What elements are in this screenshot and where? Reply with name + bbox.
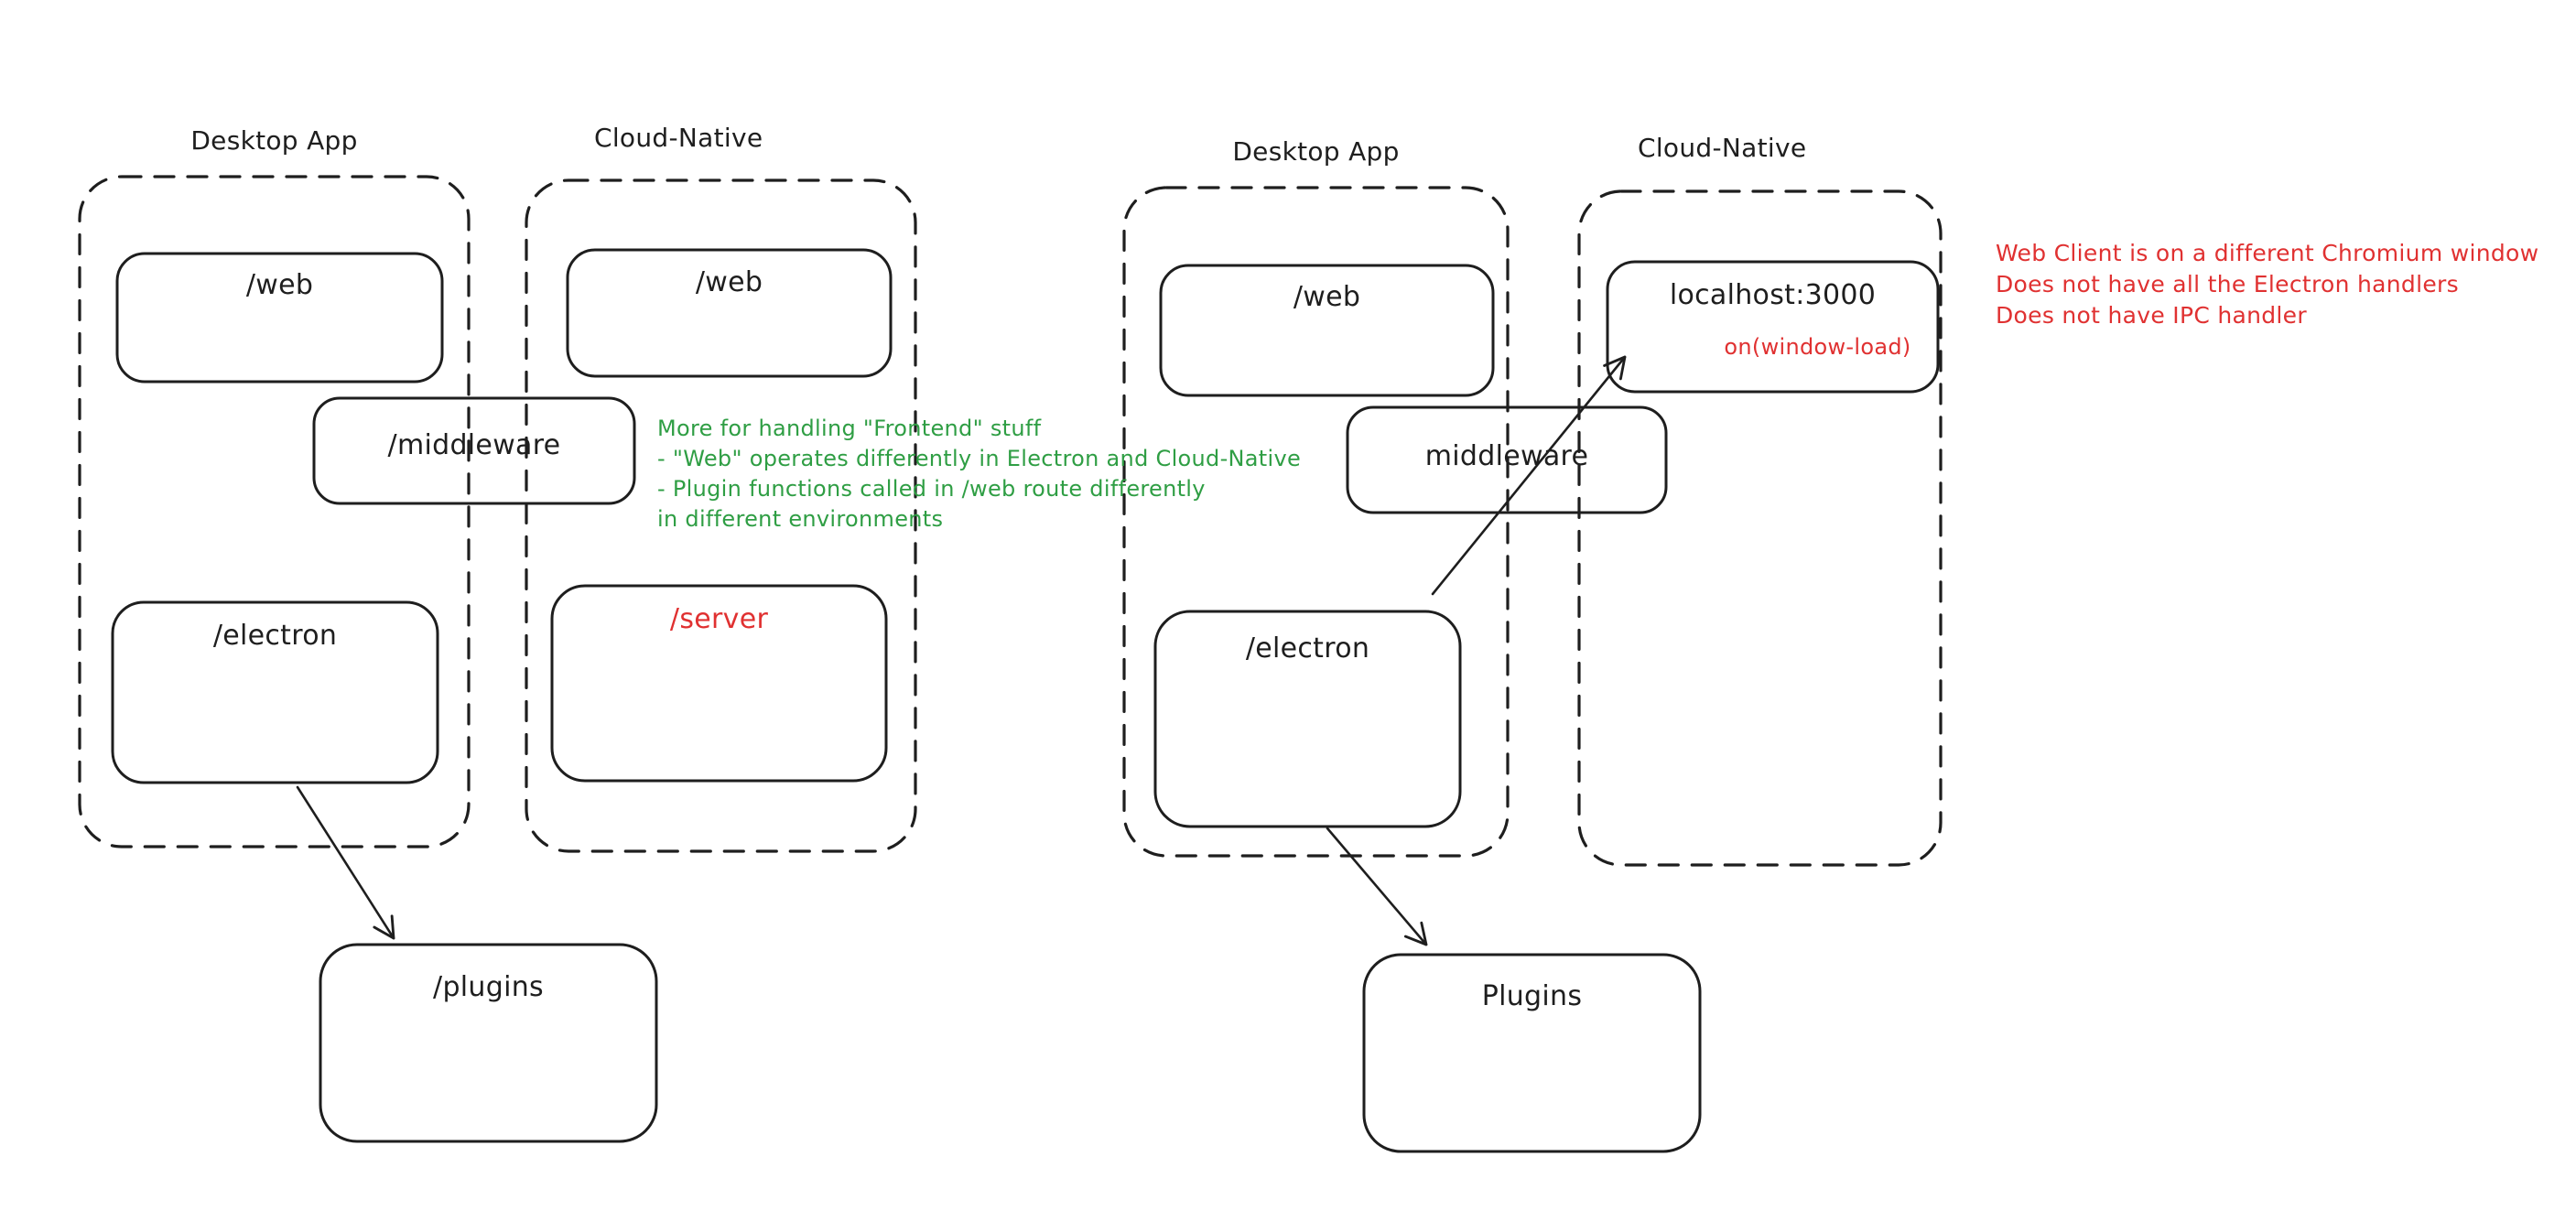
left-middleware-box	[314, 398, 634, 503]
red-note-line: Web Client is on a different Chromium wi…	[1996, 240, 2539, 266]
green-note-line: in different environments	[657, 506, 944, 532]
green-note-line: More for handling "Frontend" stuff	[657, 416, 1042, 441]
left-cloud-native-container	[526, 180, 915, 851]
red-note: Web Client is on a different Chromium wi…	[1996, 238, 2538, 331]
left-cloud-web-box	[568, 250, 891, 376]
right-localhost-box	[1607, 262, 1938, 392]
left-server-box	[552, 586, 886, 781]
green-note: More for handling "Frontend" stuff - "We…	[657, 414, 1301, 535]
right-plugins-label: Plugins	[1481, 980, 1583, 1012]
left-middleware-label: /middleware	[387, 429, 561, 461]
left-electron-label: /electron	[212, 620, 338, 652]
left-web-label: /web	[245, 269, 314, 301]
right-desktop-app-title: Desktop App	[1232, 136, 1400, 167]
right-middleware-label: middleware	[1424, 440, 1589, 472]
arrow-right-electron-to-localhost	[1433, 357, 1625, 594]
left-cloud-native-title: Cloud-Native	[594, 123, 763, 153]
right-web-label: /web	[1293, 281, 1361, 313]
left-web-box	[117, 254, 442, 382]
arrow-right-electron-to-plugins	[1327, 828, 1426, 945]
right-window-load-label: on(window-load)	[1724, 334, 1911, 360]
left-cloud-web-label: /web	[695, 266, 763, 298]
right-desktop-app-container	[1124, 188, 1508, 856]
left-desktop-app-title: Desktop App	[190, 125, 358, 156]
left-server-label: /server	[669, 603, 769, 635]
left-plugins-label: /plugins	[433, 971, 544, 1003]
green-note-line: - "Web" operates differently in Electron…	[657, 446, 1302, 471]
left-desktop-app-container	[80, 177, 469, 847]
right-cloud-native-container	[1579, 191, 1941, 865]
arrow-left-electron-to-plugins	[298, 787, 394, 938]
red-note-line: Does not have IPC handler	[1996, 302, 2307, 329]
left-plugins-box	[320, 945, 656, 1141]
red-note-line: Does not have all the Electron handlers	[1996, 271, 2459, 297]
right-localhost-label: localhost:3000	[1669, 279, 1877, 311]
right-electron-label: /electron	[1245, 632, 1370, 665]
right-plugins-box	[1364, 955, 1700, 1151]
right-web-box	[1161, 265, 1493, 395]
right-electron-box	[1155, 611, 1460, 827]
green-note-line: - Plugin functions called in /web route …	[657, 476, 1206, 502]
left-electron-box	[113, 602, 438, 783]
right-middleware-box	[1348, 407, 1666, 513]
right-cloud-native-title: Cloud-Native	[1638, 133, 1807, 163]
